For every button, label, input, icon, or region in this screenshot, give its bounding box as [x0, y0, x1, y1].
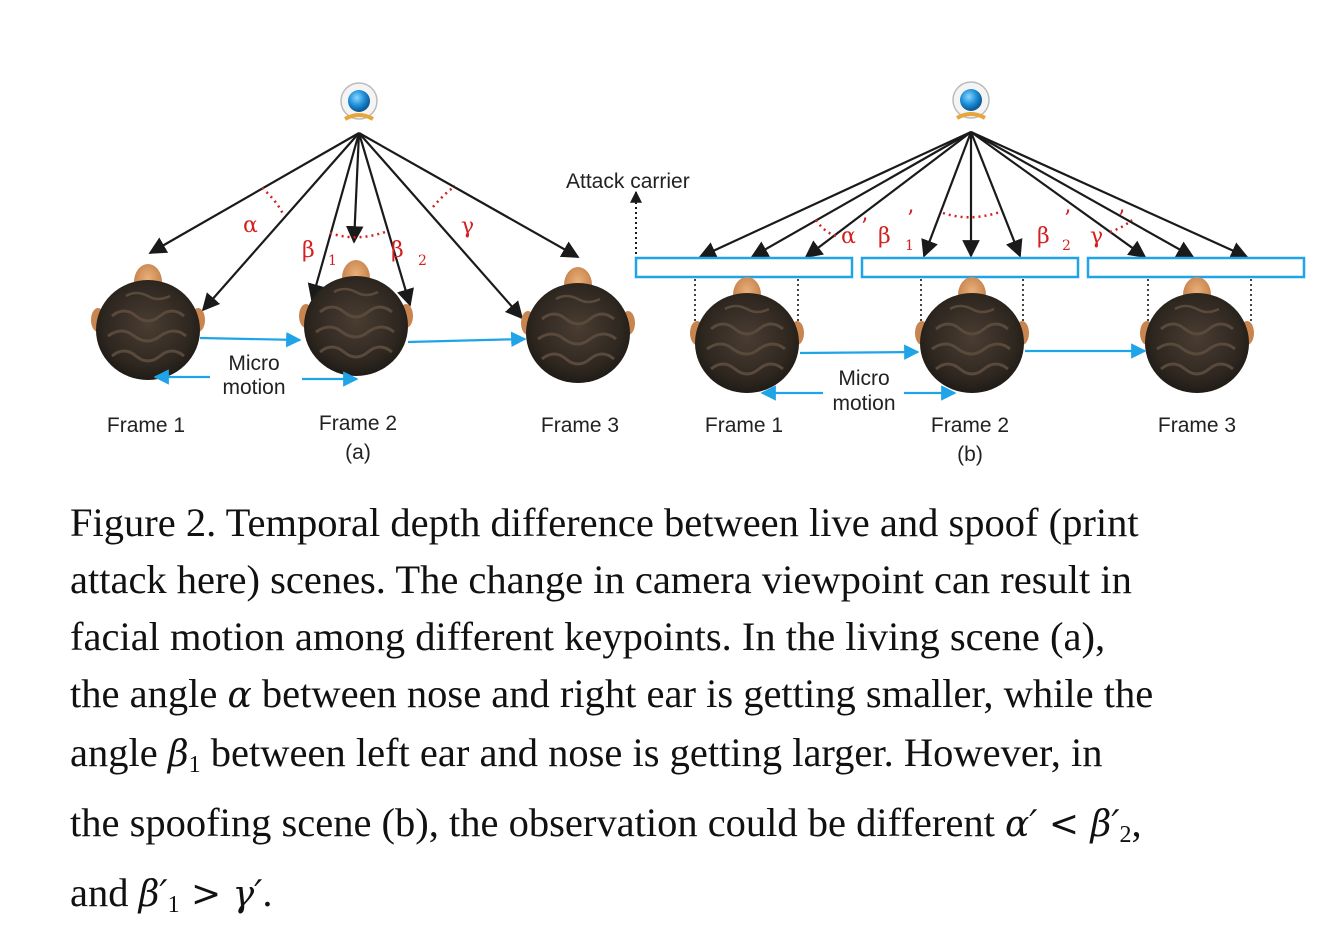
figure-caption: Figure 2. Temporal depth difference betw…	[70, 494, 1306, 934]
frame3-label-b: Frame 3	[1158, 414, 1236, 437]
math-beta-prime: β′	[138, 874, 168, 915]
head-frame1-a	[89, 262, 207, 382]
sublabel-a: (a)	[345, 441, 371, 464]
math-subscript: 1	[188, 752, 201, 778]
gamma-label-a: γ	[461, 214, 474, 239]
caption-text: between nose and right ear is getting sm…	[251, 671, 1154, 716]
beta2-label-b: β	[1037, 224, 1050, 249]
head-frame3-a	[519, 265, 637, 385]
beta2-label-a: β	[391, 238, 404, 263]
caption-line-5: angle β1 between left ear and nose is ge…	[70, 724, 1306, 794]
caption-line-7: and β′1 > γ′.	[70, 864, 1306, 934]
alpha-prime-b: ’	[861, 215, 868, 240]
camera-icon-b	[951, 80, 991, 120]
motion-arrows-b	[760, 343, 1147, 401]
caption-text: angle	[70, 730, 168, 775]
gamma-label-b: γ	[1090, 224, 1103, 249]
math-beta: β	[167, 734, 189, 775]
sublabel-b: (b)	[957, 443, 983, 466]
motion-label-b: motion	[832, 392, 895, 415]
head-frame1-b	[688, 275, 806, 395]
math-subscript: 2	[1119, 822, 1132, 848]
frame3-label-a: Frame 3	[541, 414, 619, 437]
angle-arcs-a	[261, 185, 456, 239]
caption-text: between left ear and nose is getting lar…	[200, 730, 1103, 775]
caption-line-2: attack here) scenes. The change in camer…	[70, 557, 1132, 602]
angle-arcs-b	[814, 210, 1133, 238]
motion-arrows-a	[153, 331, 527, 387]
caption-text: the spoofing scene (b), the observation …	[70, 800, 1005, 845]
caption-line-4: the angle α between nose and right ear i…	[70, 665, 1306, 724]
beta1-sub-a: 1	[328, 253, 337, 269]
beta2-sub-a: 2	[418, 253, 427, 269]
caption-line-1: Figure 2. Temporal depth difference betw…	[70, 500, 1139, 545]
camera-icon-a	[339, 81, 379, 121]
gamma-prime-b: ’	[1118, 207, 1125, 232]
caption-line-3: facial motion among different keypoints.…	[70, 614, 1106, 659]
micro-label-a: Micro	[228, 352, 279, 375]
caption-text: the angle	[70, 671, 228, 716]
math-subscript: 1	[167, 892, 180, 918]
head-frame2-b	[913, 275, 1031, 395]
math-inequality: α′ < β′	[1004, 804, 1120, 845]
micro-label-b: Micro	[838, 367, 889, 390]
panel-a: α β 1 β 2 γ Micro motion Frame 1 Frame 2…	[89, 81, 637, 464]
rays-a	[148, 132, 580, 320]
attack-carrier-label: Attack carrier	[566, 170, 690, 193]
frame2-label-a: Frame 2	[319, 412, 397, 435]
math-alpha: α	[227, 675, 252, 716]
figure-2: α β 1 β 2 γ Micro motion Frame 1 Frame 2…	[89, 80, 1306, 466]
frame1-label-a: Frame 1	[107, 414, 185, 437]
rays-b	[698, 130, 1249, 259]
caption-text: .	[262, 870, 273, 915]
beta1-prime-b: ’	[907, 207, 914, 232]
page: α β 1 β 2 γ Micro motion Frame 1 Frame 2…	[70, 80, 1306, 918]
alpha-label-b: α	[841, 224, 856, 249]
beta2-prime-b: ’	[1064, 207, 1071, 232]
frame1-label-b: Frame 1	[705, 414, 783, 437]
caption-text: ,	[1131, 800, 1142, 845]
head-frame3-b	[1138, 275, 1256, 395]
alpha-label-a: α	[243, 213, 258, 238]
beta1-sub-b: 1	[905, 238, 914, 254]
caption-line-6: the spoofing scene (b), the observation …	[70, 794, 1306, 864]
beta1-label-b: β	[878, 224, 891, 249]
frame2-label-b: Frame 2	[931, 414, 1009, 437]
beta2-sub-b: 2	[1062, 238, 1071, 254]
caption-text: and	[70, 870, 139, 915]
panel-b: Attack carrier α ’ β 1 ’ β 2 ’ γ ’ Micro…	[566, 80, 1306, 466]
beta1-label-a: β	[302, 238, 315, 263]
motion-label-a: motion	[222, 376, 285, 399]
attack-carrier-boxes	[634, 256, 1306, 279]
math-inequality: > γ′	[179, 874, 263, 915]
head-frame2-a	[297, 258, 415, 378]
